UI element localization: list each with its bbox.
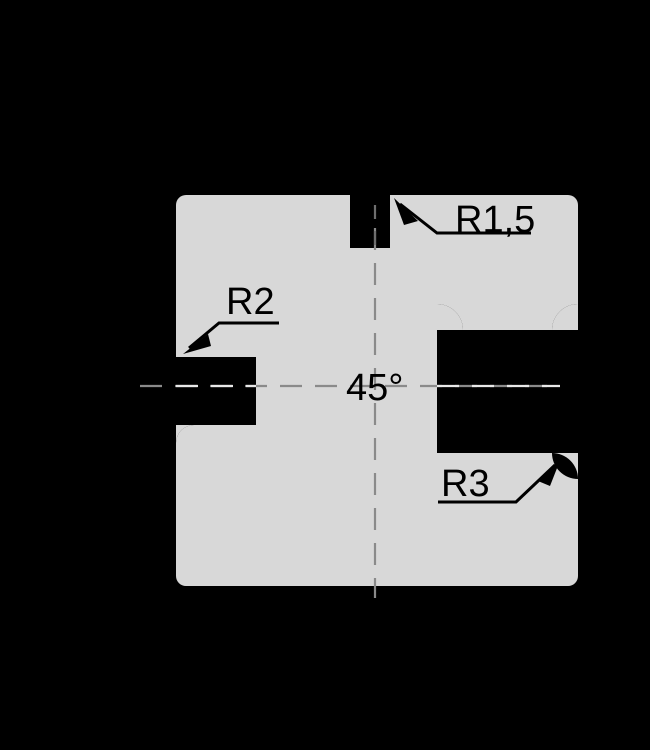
- right-lower-fillet: [437, 453, 463, 479]
- left-notch-cut: [176, 357, 256, 425]
- top-slot-cut: [338, 195, 402, 248]
- leader-r3: [438, 458, 561, 504]
- part-cross-section: [176, 195, 578, 586]
- top-slot-left-fillet: [338, 195, 350, 207]
- leader-r15-line: [399, 202, 531, 235]
- left-notch-rect: [176, 357, 256, 425]
- right-notch-recut: [437, 304, 578, 479]
- leader-r2: [183, 321, 279, 354]
- leader-r15-arrowhead: [394, 198, 418, 225]
- left-notch-bottom-fillet: [176, 425, 194, 443]
- right-side-fillets: [437, 304, 463, 479]
- radius-label-left: R2: [226, 281, 275, 323]
- right-notch-rect: [437, 330, 578, 453]
- top-slot-right-fillet: [390, 195, 402, 207]
- right-upper-fillet: [437, 304, 463, 330]
- radius-label-top: R1,5: [455, 199, 535, 241]
- centerlines-group: [140, 205, 560, 598]
- radius-label-bottom-right: R3: [441, 463, 490, 505]
- part-body-group: [176, 195, 578, 586]
- right-upper-corner-round: [552, 304, 578, 330]
- left-notch-fillet-group: [176, 425, 194, 443]
- leader-r2-line: [188, 321, 279, 350]
- right-lower-corner-round: [552, 453, 578, 479]
- angle-label-center: 45°: [346, 367, 403, 409]
- leader-r3-arrowhead: [538, 458, 561, 486]
- top-slot-rect: [350, 195, 390, 248]
- leader-r2-arrowhead: [183, 334, 211, 354]
- leader-r15: [394, 198, 531, 235]
